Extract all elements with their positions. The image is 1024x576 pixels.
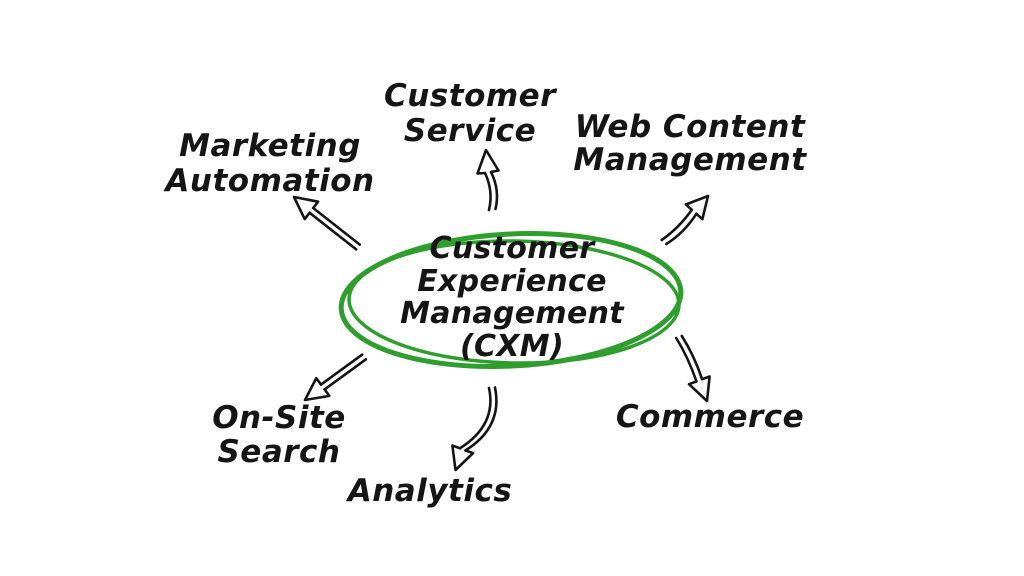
node-label-line: Service (403, 113, 537, 149)
node-label-line: Commerce (615, 399, 805, 435)
node-on-site-search: On-Site Search (129, 401, 429, 469)
arrow-shaft-line (674, 336, 698, 383)
node-analytics: Analytics (280, 474, 580, 509)
arrow-head (476, 148, 500, 175)
node-label-line: Automation (165, 163, 375, 199)
arrow-to-analytics (451, 386, 498, 472)
arrow-shaft-line (489, 170, 499, 211)
arrow-shaft-line (311, 206, 362, 246)
cxm-ellipse (338, 230, 684, 370)
arrow-shaft-line (665, 212, 698, 246)
arrow-shaft-line (483, 171, 492, 212)
arrow-to-web-content-management (660, 194, 710, 246)
node-label-line: Marketing (179, 128, 361, 164)
cxm-ellipse-stroke-inner (347, 239, 681, 365)
node-label-line: On-Site (212, 400, 346, 436)
center-node-line: (CXM) (460, 328, 564, 364)
node-label-line: Analytics (347, 473, 513, 509)
arrow-shaft-line (464, 386, 498, 452)
node-customer-service: Customer Service (345, 79, 595, 149)
arrow-shaft-line (308, 211, 358, 251)
cxm-ellipse-stroke-outer (338, 230, 684, 370)
node-label-line: Web Content (574, 109, 806, 145)
arrow-head (684, 194, 710, 221)
arrow-head (292, 195, 320, 221)
arrow-shaft-line (458, 386, 492, 450)
arrow-head (687, 375, 711, 403)
node-marketing-automation: Marketing Automation (120, 129, 420, 199)
arrow-to-customer-service (476, 148, 500, 212)
arrow-head (303, 376, 331, 402)
arrow-to-marketing-automation (292, 195, 362, 251)
center-node-cxm: Customer Experience Management (CXM) (362, 231, 662, 364)
arrow-to-on-site-search (303, 353, 368, 402)
center-node-line: Experience (417, 263, 607, 299)
node-label-line: Management (573, 142, 807, 178)
arrow-shaft-line (660, 208, 694, 242)
arrow-to-commerce (674, 334, 711, 403)
node-commerce: Commerce (560, 400, 860, 435)
node-web-content-management: Web Content Management (540, 111, 840, 177)
node-label-line: Search (217, 434, 341, 470)
arrow-shaft-line (319, 353, 364, 386)
arrow-shaft-line (680, 334, 704, 381)
center-node-line: Customer (429, 231, 595, 266)
center-node-line: Management (400, 296, 624, 331)
arrow-head (451, 444, 475, 472)
arrow-shaft-line (323, 358, 368, 391)
node-label-line: Customer (383, 78, 556, 114)
